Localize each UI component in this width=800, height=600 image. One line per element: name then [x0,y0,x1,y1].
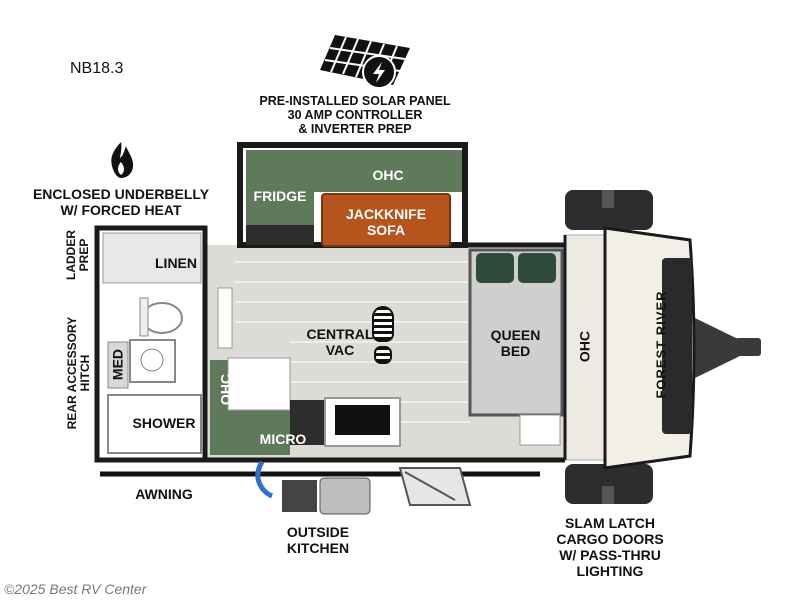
shower-label: SHOWER [132,415,196,431]
shower-stall [107,394,202,454]
fridge-cabinet [246,150,314,225]
jackknife-label: JACKKNIFE SOFA [345,206,427,238]
outside-kitchen-label: OUTSIDE KITCHEN [286,524,350,556]
sink [129,339,176,383]
footprint-icon [372,306,394,364]
cargo-door-top [565,190,653,230]
solar-callout: PRE-INSTALLED SOLAR PANEL 30 AMP CONTROL… [259,94,451,136]
ohc-left-label: OHC [217,373,234,406]
cargo-door-bottom [565,464,653,504]
outside-kitchen [255,460,472,515]
linen-label: LINEN [155,255,197,271]
ohc-front-label: OHC [576,330,593,363]
pillow-right [518,253,556,283]
central-vac-label: CENTRAL VAC [306,326,374,358]
fridge-label: FRIDGE [253,188,307,204]
queen-bed-label: QUEEN BED [490,327,541,359]
rear-hitch-label: REAR ACCESSORY HITCH [65,316,92,430]
flame-icon [111,142,134,178]
linen-cabinet [102,232,202,284]
micro-label: MICRO [259,431,307,447]
med-label: MED [109,348,126,381]
cargo-doors-callout: SLAM LATCH CARGO DOORS W/ PASS-THRU LIGH… [556,515,664,579]
brand-label: FOREST RIVER [653,290,669,399]
watermark: ©2025 Best RV Center [4,581,147,597]
ladder-prep-label: LADDER PREP [64,230,91,280]
med-cabinet [107,341,129,389]
ohc-top-cabinet [314,150,462,192]
jackknife-sofa [321,193,451,247]
underbelly-callout: ENCLOSED UNDERBELLY W/ FORCED HEAT [32,186,210,218]
pillow-left [476,253,514,283]
solar-panel-icon [320,35,410,89]
model-number: NB18.3 [70,60,124,77]
hitch-tongue [695,318,761,378]
stove [290,400,325,445]
awning-label: AWNING [135,486,193,502]
ohc-top-label: OHC [372,167,404,183]
front-ohc [564,234,606,461]
